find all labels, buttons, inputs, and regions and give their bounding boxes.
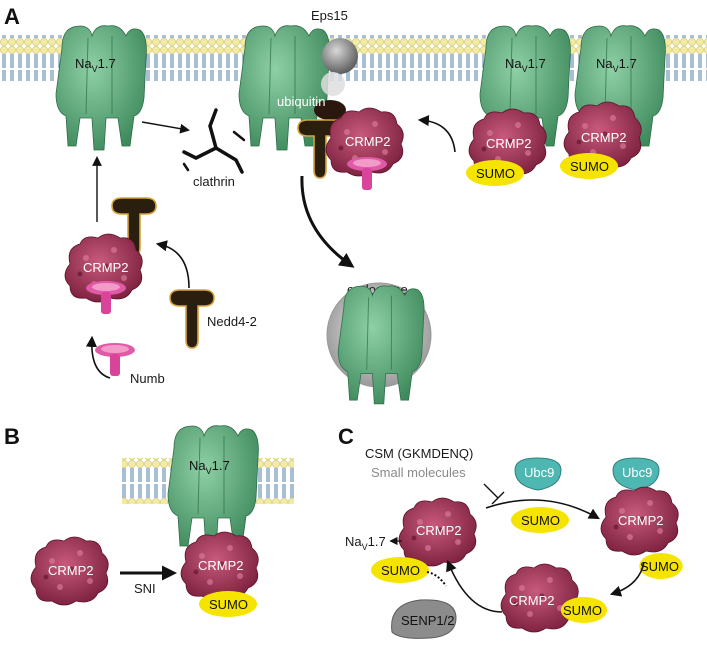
senp-enzyme — [391, 599, 457, 639]
crmp2-right-2-label: CRMP2 — [581, 130, 627, 145]
crmp2-b-free-label: CRMP2 — [48, 563, 94, 578]
arrow-numb-binding — [85, 335, 111, 379]
ubiquitin-label: ubiquitin — [277, 94, 325, 109]
ubc9-bound-label: Ubc9 — [622, 465, 652, 480]
nedd4-label: Nedd4-2 — [207, 314, 257, 329]
arrow-to-clathrin — [141, 121, 190, 134]
arrow-cycle-down — [609, 561, 645, 597]
crmp2-assembled-label: CRMP2 — [83, 260, 129, 275]
nav17-label-left: NaV1.7 — [75, 56, 116, 74]
eps15-stem — [321, 72, 345, 96]
numb-free — [95, 343, 135, 376]
senp-label: SENP1/2 — [401, 613, 454, 628]
nav17-label-right-1: NaV1.7 — [505, 56, 546, 74]
ubc9-free — [514, 457, 562, 491]
csm-label: CSM (GKMDENQ) — [365, 446, 473, 461]
ubc9-free-label: Ubc9 — [524, 465, 554, 480]
sumo-right-1-label: SUMO — [476, 166, 515, 181]
panel-label-c: C — [338, 424, 354, 449]
numb-label: Numb — [130, 371, 165, 386]
ubiquitin-blob — [314, 100, 346, 120]
nav17-label-right-2: NaV1.7 — [596, 56, 637, 74]
nav17-channel-endosome — [337, 285, 425, 405]
crmp2-middle-label: CRMP2 — [345, 134, 391, 149]
sumo-c-right-label: SUMO — [640, 559, 679, 574]
eps15-sphere — [322, 38, 358, 74]
arrow-sumoylation — [485, 499, 600, 520]
nav17-channel-b — [167, 425, 259, 551]
arrow-desumoylation-c — [446, 559, 503, 613]
inhibition-line — [483, 483, 505, 505]
arrow-nedd4-binding — [155, 240, 190, 289]
crmp2-right-1-label: CRMP2 — [486, 136, 532, 151]
sumo-c-transfer-label: SUMO — [521, 513, 560, 528]
crmp2-b-bound-label: CRMP2 — [198, 558, 244, 573]
eps15-label: Eps15 — [311, 8, 348, 23]
crmp2-c-left-label: CRMP2 — [416, 523, 462, 538]
nav17-label-b: NaV1.7 — [189, 458, 230, 476]
sni-label: SNI — [134, 581, 156, 596]
panel-label-b: B — [4, 424, 20, 449]
sumo-c-bottom-label: SUMO — [563, 603, 602, 618]
panel-label-a: A — [4, 4, 20, 29]
nav17-channel-left — [55, 25, 147, 151]
nav17-label-c: NaV1.7 — [345, 534, 386, 552]
sumo-right-2-label: SUMO — [570, 159, 609, 174]
arrow-desumoylation — [417, 114, 456, 153]
sumo-c-released-label: SUMO — [381, 563, 420, 578]
clathrin-icon — [182, 108, 246, 174]
small-molecules-label: Small molecules — [371, 465, 466, 480]
senp-dotted-link — [426, 571, 447, 587]
clathrin-label: clathrin — [193, 174, 235, 189]
crmp2-c-right-label: CRMP2 — [618, 513, 664, 528]
arrow-to-endosome — [300, 175, 355, 268]
crmp2-c-bottom-label: CRMP2 — [509, 593, 555, 608]
sumo-b-label: SUMO — [209, 597, 248, 612]
ubc9-bound — [612, 457, 660, 491]
